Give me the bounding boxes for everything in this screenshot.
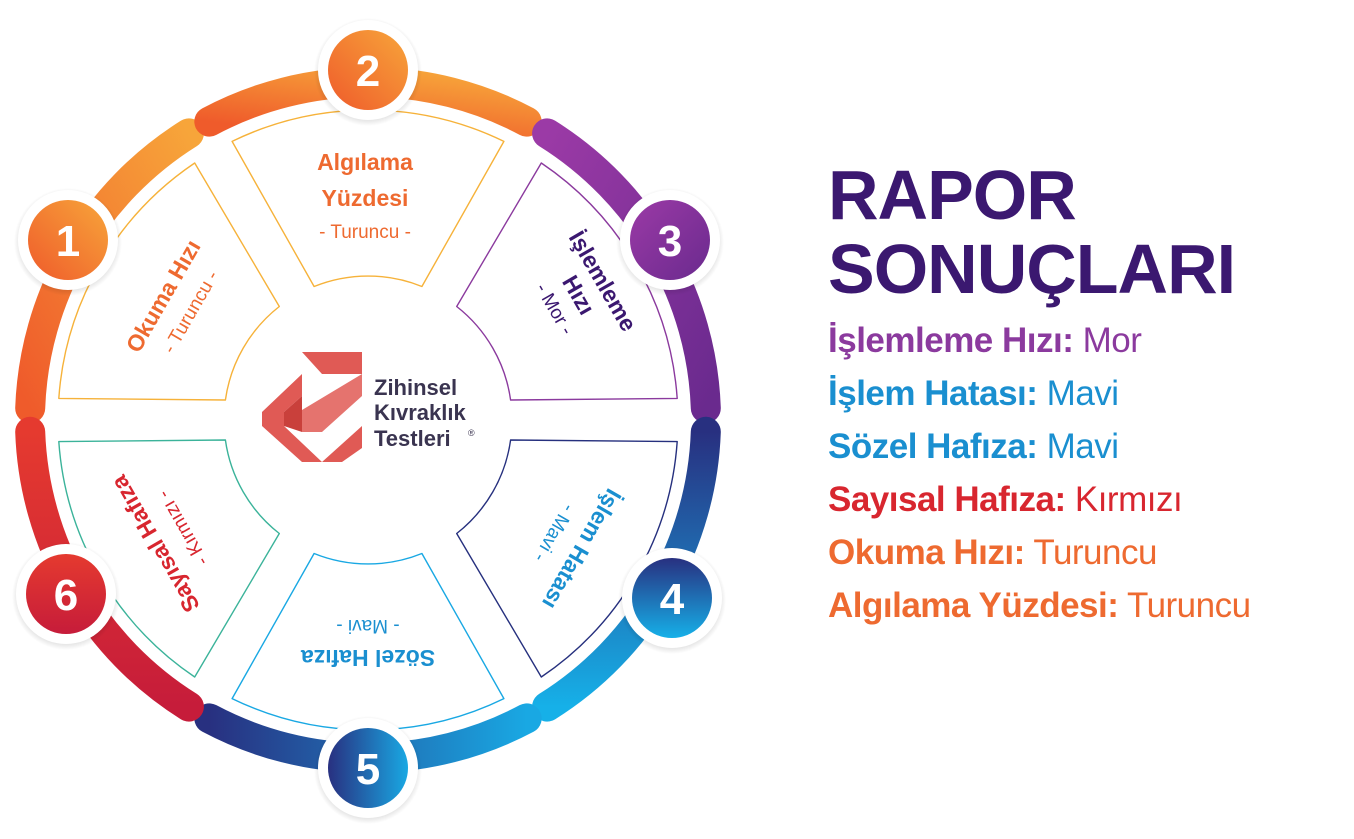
wheel-diagram: Zihinsel Kıvraklık Testleri ® Algılama Y… [12, 18, 726, 824]
legend-item: Okuma Hızı: Turuncu [828, 526, 1348, 579]
segment-cell-4 [456, 439, 678, 678]
legend-item-value: Mor [1073, 321, 1142, 360]
badge-1-number: 1 [56, 217, 80, 266]
segment-cell-5 [231, 552, 505, 731]
segment-cells [58, 109, 678, 731]
segment-cell-2 [231, 109, 505, 288]
badge-2: 2 [314, 18, 422, 126]
legend-item-label: Sözel Hafıza: [828, 427, 1038, 466]
logo-line-1: Zihinsel [374, 375, 457, 400]
legend-item-value: Mavi [1037, 374, 1119, 413]
legend-item: İşlemleme Hızı: Mor [828, 314, 1348, 367]
number-badges: 1 2 3 4 5 6 [12, 18, 726, 824]
segment-2-label: Algılama Yüzdesi - Turuncu - [317, 149, 413, 243]
legend-title-line-2: SONUÇLARI [828, 230, 1236, 308]
badge-4: 4 [618, 546, 726, 654]
badge-4-number: 4 [660, 575, 685, 624]
legend-item-label: İşlem Hatası: [828, 374, 1038, 413]
segment-cell-3 [456, 162, 678, 401]
badge-2-number: 2 [356, 47, 380, 96]
logo-line-2: Kıvraklık [374, 400, 466, 425]
legend-item-label: Sayısal Hafıza: [828, 480, 1066, 519]
badge-3-number: 3 [658, 217, 682, 266]
logo-line-3: Testleri [374, 426, 451, 451]
legend-item-label: Okuma Hızı: [828, 533, 1025, 572]
legend-item-value: Kırmızı [1065, 480, 1183, 519]
segment-2-title-1: Algılama [317, 149, 413, 175]
legend-item-label: İşlemleme Hızı: [828, 321, 1074, 360]
legend-item-label: Algılama Yüzdesi: [828, 586, 1119, 625]
badge-6-number: 6 [54, 571, 78, 620]
badge-5: 5 [314, 716, 422, 824]
legend-item-value: Turuncu [1024, 533, 1157, 572]
logo-registered-mark: ® [468, 428, 475, 438]
legend-item-value: Turuncu [1118, 586, 1251, 625]
badge-1: 1 [14, 188, 122, 296]
legend-item: İşlem Hatası: Mavi [828, 367, 1348, 420]
badge-6: 6 [12, 542, 120, 650]
legend-item: Algılama Yüzdesi: Turuncu [828, 579, 1348, 632]
legend-item: Sayısal Hafıza: Kırmızı [828, 473, 1348, 526]
badge-3: 3 [616, 188, 724, 296]
legend-item: Sözel Hafıza: Mavi [828, 420, 1348, 473]
segment-2-title-2: Yüzdesi [322, 185, 409, 211]
center-logo: Zihinsel Kıvraklık Testleri ® [262, 352, 475, 462]
segment-5-sub: - Mavi - [336, 615, 399, 636]
logo-mark-icon [262, 352, 362, 462]
segment-5-title: Sözel Hafıza [301, 645, 435, 671]
segment-cell-6 [58, 439, 280, 678]
segment-2-sub: - Turuncu - [319, 222, 411, 243]
segment-5-label: Sözel Hafıza - Mavi - [301, 615, 435, 671]
segment-cell-1 [58, 162, 280, 401]
badge-5-number: 5 [356, 745, 380, 794]
legend-title-line-1: RAPOR [828, 156, 1077, 234]
legend-item-value: Mavi [1037, 427, 1119, 466]
